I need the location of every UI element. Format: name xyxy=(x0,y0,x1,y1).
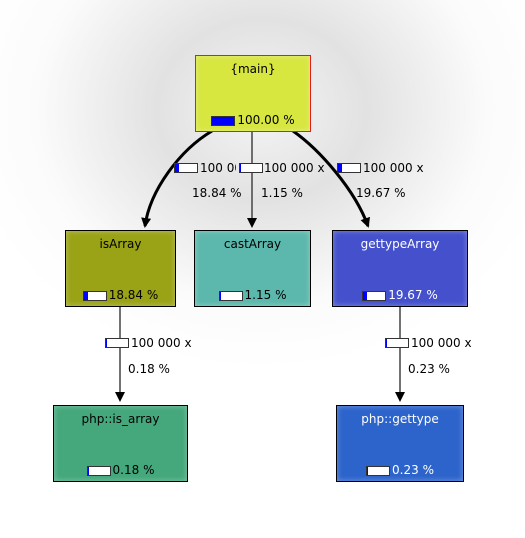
node-php-is-array-cost: 0.18 % xyxy=(54,463,187,477)
edge-main-gettypearray-cost: 19.67 % xyxy=(356,186,406,200)
cost-bar xyxy=(86,465,111,476)
node-gettypearray[interactable]: gettypeArray 19.67 % xyxy=(332,230,468,307)
edge-isarray-is-array-calls: 100 000 x xyxy=(131,336,192,350)
edge-main-castarray-calls: 100 000 x xyxy=(264,161,325,175)
node-main[interactable]: {main} 100.00 % xyxy=(195,55,311,132)
node-php-gettype-label: php::gettype xyxy=(361,412,439,426)
node-isarray-label: isArray xyxy=(99,237,142,251)
node-castarray[interactable]: castArray 1.15 % xyxy=(194,230,311,307)
node-isarray[interactable]: isArray 18.84 % xyxy=(65,230,176,307)
cost-bar xyxy=(218,290,243,301)
node-isarray-cost: 18.84 % xyxy=(66,288,175,302)
edge-main-isarray[interactable] xyxy=(141,129,213,228)
cost-bar xyxy=(366,465,391,476)
edge-main-gettypearray[interactable] xyxy=(292,129,370,228)
node-main-label: {main} xyxy=(230,62,276,76)
node-php-gettype-cost: 0.23 % xyxy=(337,463,463,477)
node-gettypearray-label: gettypeArray xyxy=(360,237,440,251)
node-main-cost: 100.00 % xyxy=(196,113,310,127)
edge-main-castarray-cost: 1.15 % xyxy=(261,186,303,200)
edge-gettypearray-php-gettype-bar xyxy=(385,338,409,348)
cost-bar xyxy=(211,115,236,126)
edge-main-isarray-bar xyxy=(174,163,198,173)
node-php-is-array-label: php::is_array xyxy=(81,412,160,426)
edge-main-gettypearray-calls: 100 000 x xyxy=(363,161,424,175)
node-castarray-cost: 1.15 % xyxy=(195,288,310,302)
cost-bar xyxy=(82,290,107,301)
edge-main-gettypearray-bar xyxy=(337,163,361,173)
node-php-is-array[interactable]: php::is_array 0.18 % xyxy=(53,405,188,482)
edge-isarray-is-array-bar xyxy=(105,338,129,348)
edge-main-isarray-calls: 100 000 x xyxy=(200,161,236,175)
node-castarray-label: castArray xyxy=(223,237,282,251)
node-gettypearray-cost: 19.67 % xyxy=(333,288,467,302)
edge-main-castarray-bar xyxy=(239,163,263,173)
node-php-gettype[interactable]: php::gettype 0.23 % xyxy=(336,405,464,482)
edge-gettypearray-php-gettype-calls: 100 000 x xyxy=(411,336,472,350)
edge-main-isarray-cost: 18.84 % xyxy=(192,186,242,200)
edge-gettypearray-php-gettype-cost: 0.23 % xyxy=(408,362,450,376)
edge-isarray-is-array-cost: 0.18 % xyxy=(128,362,170,376)
cost-bar xyxy=(362,290,387,301)
